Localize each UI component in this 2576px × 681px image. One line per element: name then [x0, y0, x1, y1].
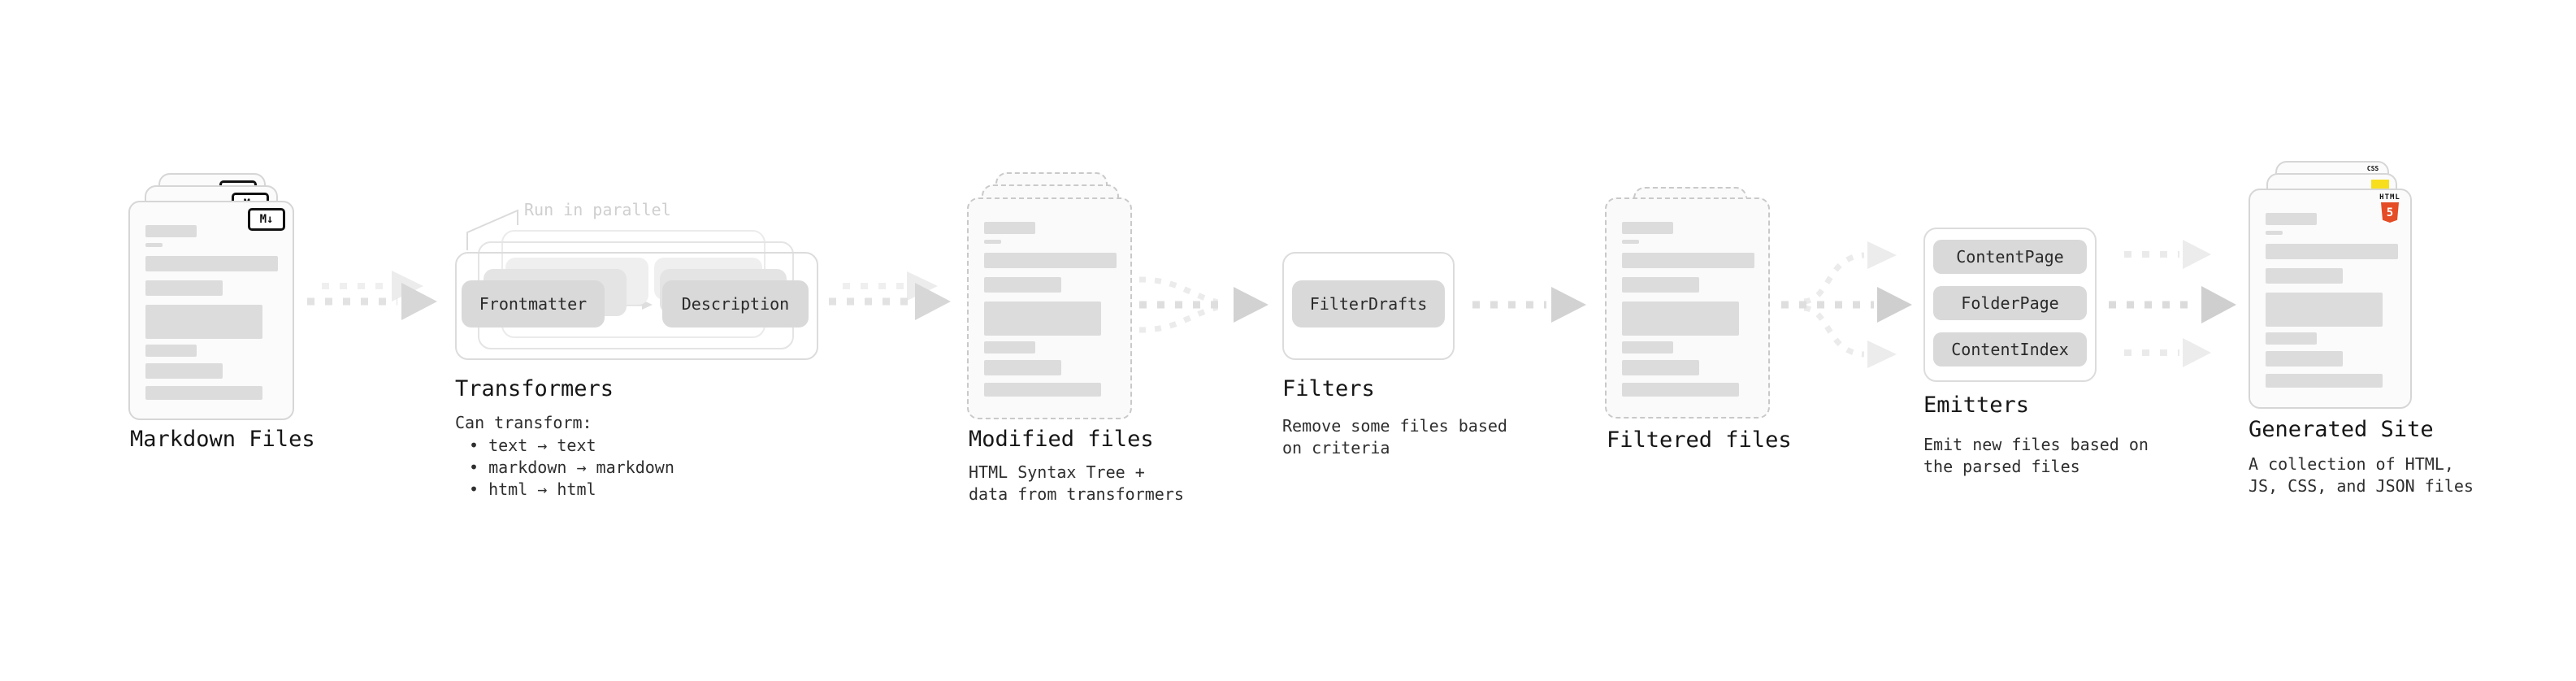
bullet-item: • text → text [469, 436, 596, 455]
filter-pill: FilterDrafts [1292, 280, 1445, 327]
stage-description: HTML Syntax Tree + [969, 462, 1145, 482]
file-card-front: HTML 5 [2249, 189, 2412, 409]
stage-description: A collection of HTML, [2249, 454, 2454, 474]
html5-icon: HTML 5 [2379, 193, 2400, 223]
run-in-parallel-annotation: Run in parallel [524, 200, 671, 219]
transformer-box-front [455, 252, 818, 360]
skeleton-bar [984, 222, 1035, 234]
skeleton-bar [1622, 301, 1739, 336]
skeleton-bar [2266, 268, 2343, 284]
emitter-pill: FolderPage [1933, 286, 2087, 320]
skeleton-bar [1622, 341, 1673, 354]
skeleton-bar [984, 301, 1101, 336]
skeleton-bar [1622, 277, 1699, 293]
annotation-leader-line [466, 209, 518, 250]
emitter-pill: ContentPage [1933, 240, 2087, 274]
bullet-item: • html → html [469, 479, 596, 499]
html5-icon-number: 5 [2386, 206, 2394, 219]
skeleton-bar [1622, 360, 1699, 375]
css-icon-label: CSS [2366, 165, 2379, 172]
skeleton-bar [984, 253, 1117, 268]
skeleton-bar [2266, 244, 2398, 259]
skeleton-bar [2266, 374, 2383, 388]
skeleton-bar [1622, 383, 1739, 397]
emitter-box [1923, 228, 2097, 382]
skeleton-bar [1622, 253, 1754, 268]
stage-description: Can transform: [455, 413, 592, 432]
stage-description: Remove some files based [1282, 416, 1507, 436]
bullet-item: • markdown → markdown [469, 458, 674, 477]
stage-title: Filters [1282, 376, 1375, 401]
skeleton-bar [145, 363, 223, 379]
stage-title: Generated Site [2249, 417, 2434, 442]
skeleton-bar [984, 360, 1061, 375]
stage-description: Emit new files based on [1923, 435, 2149, 454]
javascript-icon [2371, 180, 2389, 189]
skeleton-bar [984, 383, 1101, 397]
skeleton-bar [145, 243, 163, 247]
skeleton-bar [1622, 222, 1673, 234]
stage-description: the parsed files [1923, 457, 2080, 476]
triple-arrow-icon [2109, 240, 2236, 367]
html5-icon-word: HTML [2379, 193, 2400, 202]
skeleton-bar [2266, 332, 2317, 345]
stage-description: JS, CSS, and JSON files [2249, 476, 2474, 496]
stacked-arrow-icon [307, 271, 437, 320]
transformer-pill: Description [662, 280, 809, 327]
file-card-front [1605, 197, 1770, 419]
stacked-arrow-icon [829, 271, 951, 320]
filter-box [1282, 252, 1455, 360]
skeleton-bar [984, 240, 1001, 244]
stage-title: Emitters [1923, 393, 2030, 418]
markdown-icon: M↓ [248, 208, 285, 231]
skeleton-bar [145, 256, 278, 271]
stage-title: Markdown Files [130, 427, 315, 452]
stage-title: Transformers [455, 376, 614, 401]
skeleton-bar [2266, 351, 2343, 367]
stage-title: Modified files [969, 427, 1154, 452]
transformer-pill: Frontmatter [462, 280, 605, 327]
funnel-merge-arrow-icon [1138, 276, 1268, 333]
skeleton-bar [145, 225, 197, 237]
file-card-front [967, 197, 1132, 419]
dashed-arrow-icon [1472, 287, 1586, 323]
skeleton-bar [145, 345, 197, 357]
skeleton-bar [984, 277, 1061, 293]
stage-description: data from transformers [969, 484, 1184, 504]
skeleton-bar [2266, 231, 2283, 235]
fanout-arrow-icon [1781, 241, 1912, 368]
stage-title: Filtered files [1607, 427, 1792, 453]
skeleton-bar [2266, 293, 2383, 327]
emitter-pill: ContentIndex [1933, 332, 2087, 367]
stage-description: on criteria [1282, 438, 1390, 458]
skeleton-bar [2266, 213, 2317, 225]
file-card-front: M↓ [128, 201, 294, 420]
skeleton-bar [145, 280, 223, 296]
skeleton-bar [1622, 240, 1639, 244]
skeleton-bar [145, 305, 262, 339]
html5-icon-shield: 5 [2381, 202, 2399, 223]
skeleton-bar [145, 386, 262, 400]
skeleton-bar [984, 341, 1035, 354]
